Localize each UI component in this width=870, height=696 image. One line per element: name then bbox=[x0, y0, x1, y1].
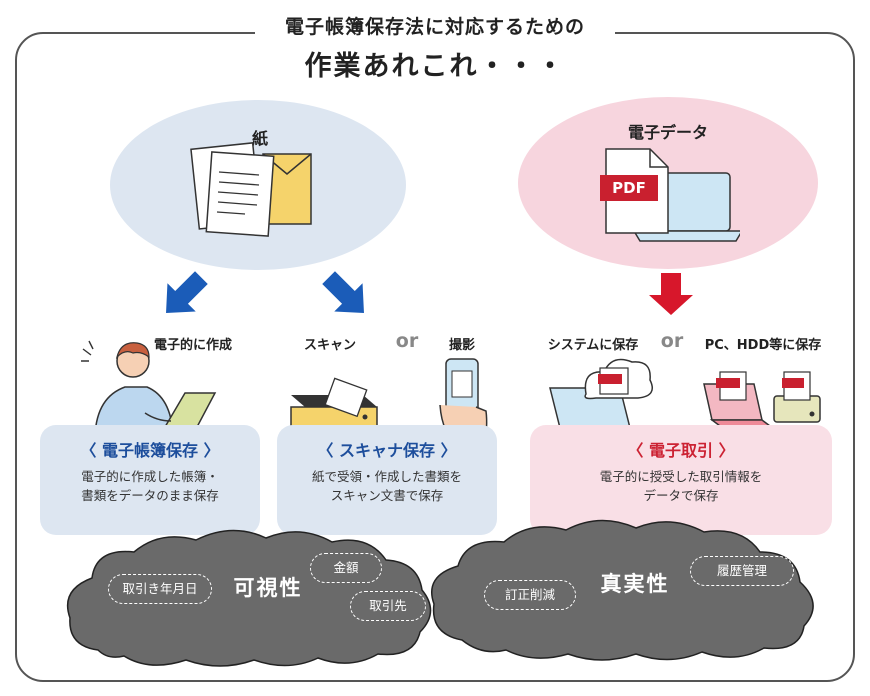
arrow-left-down bbox=[166, 271, 208, 313]
or-separator-1: or bbox=[395, 330, 419, 352]
title-line-1: 電子帳簿保存法に対応するための bbox=[284, 16, 585, 38]
item-history-management: 履歴管理 bbox=[690, 556, 794, 586]
arrow-down-red bbox=[649, 273, 693, 315]
system-save-label: システムに保存 bbox=[547, 338, 639, 353]
scanner-icon bbox=[290, 377, 378, 428]
card-desc-line-1: 電子的に作成した帳簿・ bbox=[81, 469, 219, 484]
electronic-creation-label: 電子的に作成 bbox=[153, 338, 232, 353]
card-desc-line-1: 紙で受領・作成した書類を bbox=[311, 469, 462, 484]
or-separator-2: or bbox=[660, 330, 684, 352]
electronic-data-label: 電子データ bbox=[627, 123, 708, 142]
pdf-file-label: PDF bbox=[612, 179, 646, 197]
authenticity-title: 真実性 bbox=[600, 572, 670, 596]
card-title: 〈 電子帳簿保存 〉 bbox=[80, 441, 220, 460]
person-laptop-icon bbox=[81, 340, 217, 436]
item-transaction-date: 取引き年月日 bbox=[108, 574, 212, 604]
card-electronic-book-storage: 〈 電子帳簿保存 〉 電子的に作成した帳簿・ 書類をデータのまま保存 bbox=[40, 425, 260, 535]
item-correction-deletion: 訂正削減 bbox=[484, 580, 576, 610]
card-title: 〈 電子取引 〉 bbox=[627, 441, 735, 460]
card-scanner-storage: 〈 スキャナ保存 〉 紙で受領・作成した書類を スキャン文書で保存 bbox=[277, 425, 497, 535]
card-title: 〈 スキャナ保存 〉 bbox=[317, 441, 457, 460]
card-electronic-transaction: 〈 電子取引 〉 電子的に授受した取引情報を データで保存 bbox=[530, 425, 832, 535]
paper-label: 紙 bbox=[251, 129, 268, 148]
arrow-right-down bbox=[322, 271, 364, 313]
item-counterparty: 取引先 bbox=[350, 591, 426, 621]
pdf-laptop-icon bbox=[600, 148, 740, 242]
photo-label: 撮影 bbox=[448, 338, 475, 353]
title-line-2: 作業あれこれ・・・ bbox=[304, 51, 566, 82]
item-amount: 金額 bbox=[310, 553, 382, 583]
card-desc-line-1: 電子的に授受した取引情報を bbox=[599, 469, 763, 484]
visibility-title: 可視性 bbox=[233, 576, 303, 600]
pc-save-label: PC、HDD等に保存 bbox=[704, 338, 822, 353]
card-desc-line-2: スキャン文書で保存 bbox=[330, 488, 444, 503]
card-desc-line-2: データで保存 bbox=[643, 488, 719, 503]
visibility-cloud bbox=[66, 529, 432, 667]
scan-label: スキャン bbox=[303, 338, 356, 353]
title-background bbox=[255, 18, 615, 82]
paper-documents-icon bbox=[190, 142, 312, 237]
card-desc-line-2: 書類をデータのまま保存 bbox=[81, 488, 219, 503]
